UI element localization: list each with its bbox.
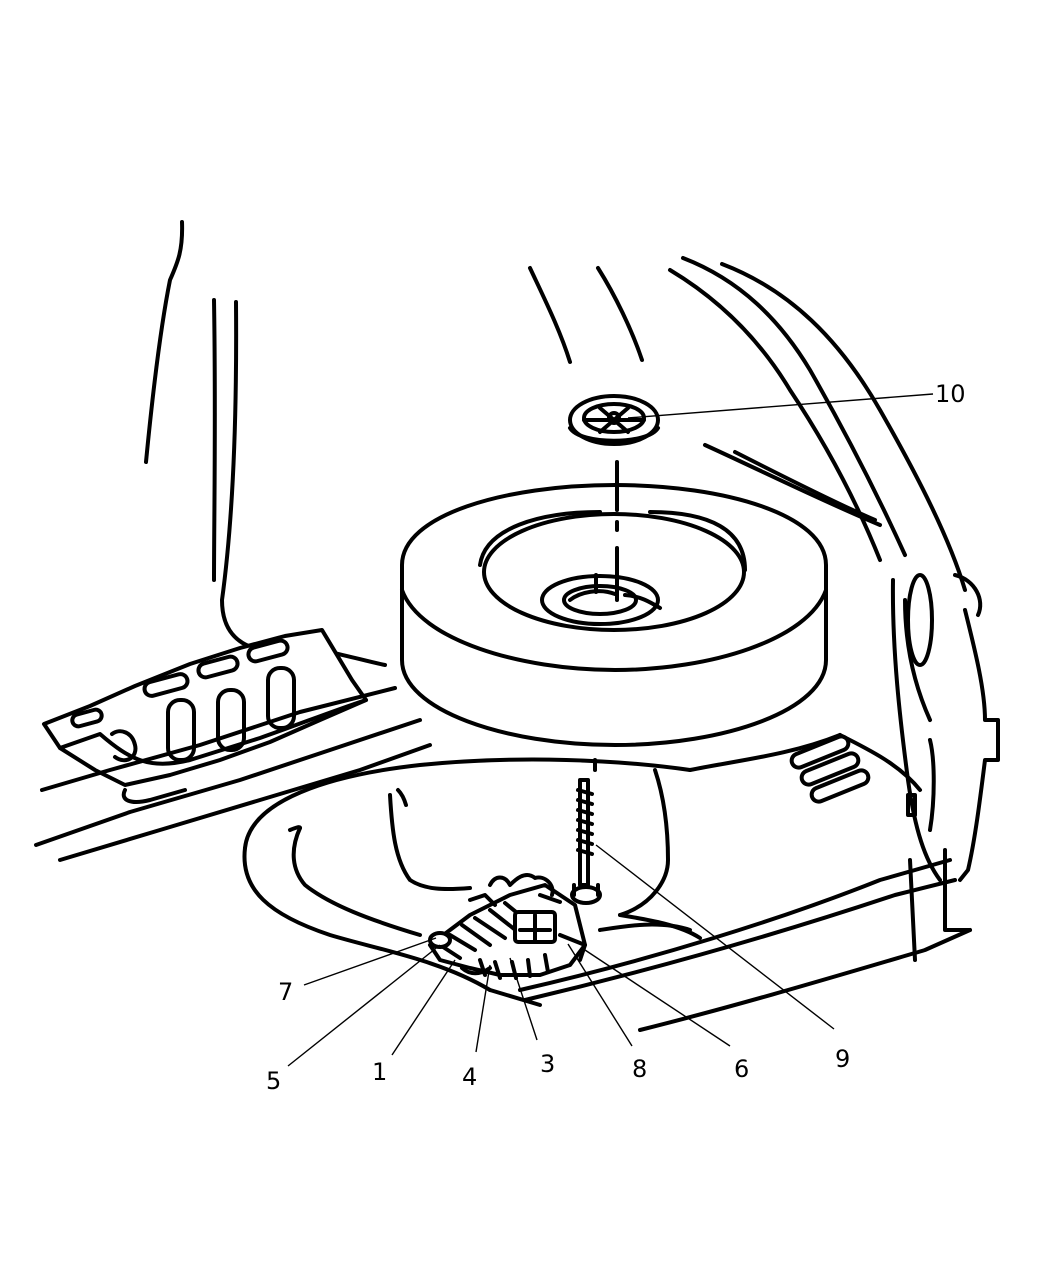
- callout-5: 5: [266, 1067, 281, 1095]
- callout-8: 8: [632, 1055, 647, 1083]
- leader-5: [287, 944, 441, 1067]
- callout-1: 1: [372, 1058, 387, 1086]
- spare-tire: [400, 483, 828, 747]
- rear-sill: [518, 858, 972, 1032]
- callout-9: 9: [835, 1045, 850, 1073]
- left-body-panel: [144, 220, 387, 667]
- spare-tire-well: [242, 757, 702, 1007]
- leader-10: [627, 393, 934, 419]
- jack-assembly: [428, 873, 587, 980]
- right-quarter-panel: [528, 256, 1000, 962]
- leader-4: [475, 964, 491, 1053]
- callout-labels: 10 9 6 8 3 4 1 5 7: [266, 380, 966, 1095]
- callout-7: 7: [278, 978, 293, 1006]
- callout-3: 3: [540, 1050, 555, 1078]
- wing-nut-10: [568, 394, 660, 446]
- callout-10: 10: [935, 380, 966, 408]
- callout-4: 4: [462, 1063, 477, 1091]
- right-floor-ribs: [789, 734, 917, 817]
- floor-crossmember: [34, 628, 432, 862]
- leader-lines: [287, 393, 934, 1067]
- leader-9: [595, 844, 835, 1030]
- leader-3: [509, 957, 538, 1041]
- leader-8: [567, 943, 633, 1047]
- leader-7: [303, 937, 437, 986]
- leader-6: [584, 949, 731, 1047]
- callout-6: 6: [734, 1055, 749, 1083]
- hold-down-bolt-9: [570, 778, 602, 905]
- leader-1: [391, 959, 456, 1056]
